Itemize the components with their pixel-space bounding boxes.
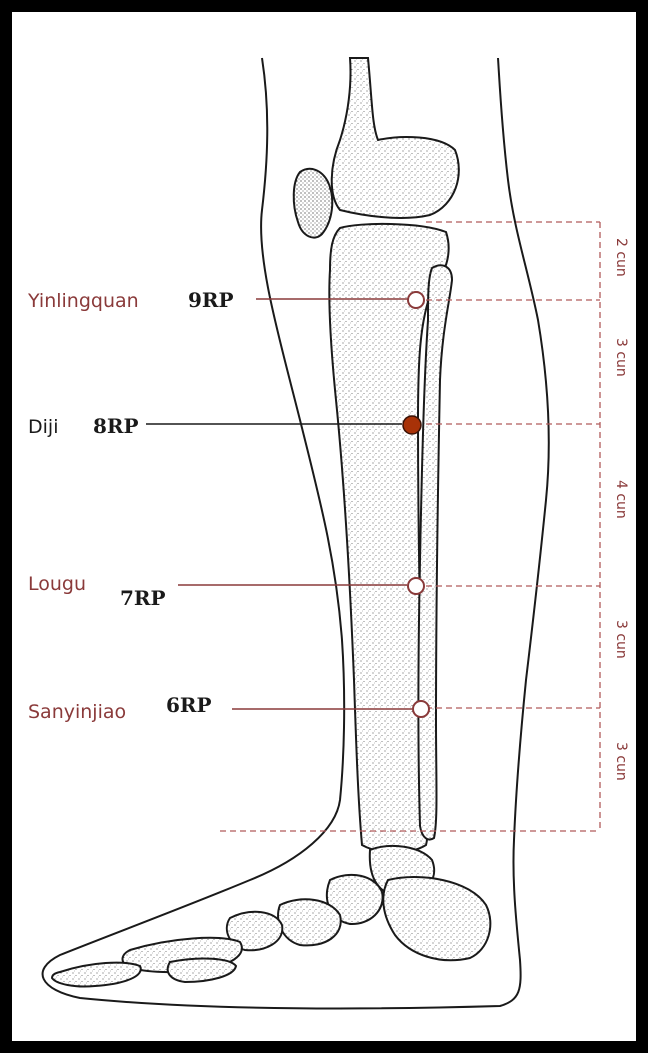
cun-label-5: 3 cun [613,742,629,781]
point-marker-sanyinjiao[interactable] [413,701,429,717]
point-name-lougu: Lougu [28,573,86,595]
cun-label-1: 2 cun [613,238,629,277]
cun-label-2: 3 cun [613,338,629,377]
patella-bone [294,169,333,238]
cun-labels: 2 cun 3 cun 4 cun 3 cun 3 cun [613,238,629,781]
point-code-yinlingquan: 9RP [188,288,234,312]
point-name-diji: Diji [28,416,58,438]
foot-bones [52,846,490,987]
cun-label-4: 3 cun [613,620,629,659]
point-code-sanyinjiao: 6RP [166,693,212,717]
point-labels: Yinlingquan 9RP Diji 8RP Lougu 7RP Sanyi… [27,288,234,723]
point-name-yinlingquan: Yinlingquan [27,290,139,312]
point-marker-diji[interactable] [403,416,421,434]
point-name-sanyinjiao: Sanyinjiao [28,701,126,723]
point-marker-lougu[interactable] [408,578,424,594]
point-marker-yinlingquan[interactable] [408,292,424,308]
point-code-diji: 8RP [93,414,139,438]
fibula-bone [419,265,453,839]
point-code-lougu: 7RP [120,586,166,610]
femur-bone [332,58,459,218]
cun-label-3: 4 cun [613,480,629,519]
